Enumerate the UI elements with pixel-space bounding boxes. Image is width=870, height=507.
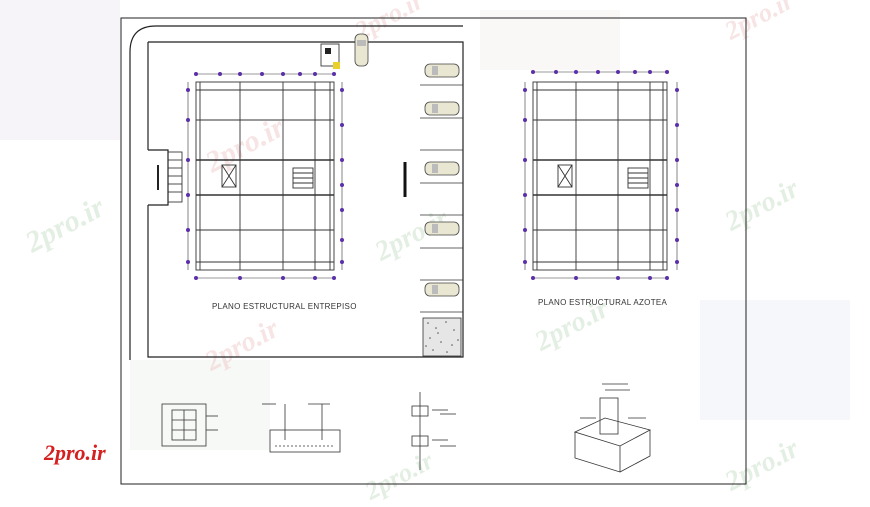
site-logo: 2pro.ir: [44, 440, 106, 465]
detail-isometric-footing: [573, 383, 652, 473]
grid-nodes-left: [186, 72, 344, 280]
sheet-border: [120, 17, 747, 485]
structural-plan-right: [524, 71, 678, 279]
grid-nodes-right: [523, 70, 679, 280]
meter-box: [320, 43, 340, 67]
meter-detail: [325, 48, 331, 54]
car-icon: [354, 33, 460, 297]
detail-footing-section: [262, 403, 341, 453]
entry-stairs: [157, 151, 183, 203]
car-windows: [357, 40, 438, 294]
detail-beam-joint: [411, 392, 456, 470]
meter-marker: [333, 62, 340, 69]
detail-column-section: [161, 403, 218, 447]
gravel-area: [422, 317, 462, 357]
plan-left-title: PLANO ESTRUCTURAL ENTREPISO: [212, 302, 357, 311]
parking-lines: [420, 84, 463, 313]
structural-plan-left: [187, 73, 343, 279]
plan-right-title: PLANO ESTRUCTURAL AZOTEA: [538, 298, 668, 307]
gravel-hatch: [425, 321, 459, 353]
